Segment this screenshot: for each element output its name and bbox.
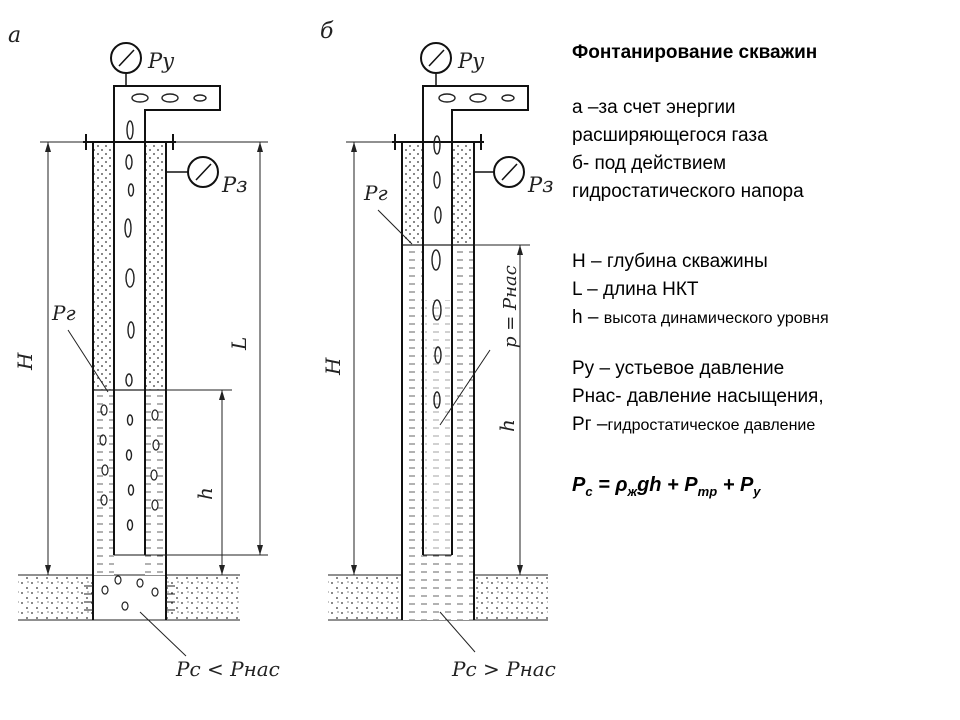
panel-b-label: б [320,19,334,44]
ground-layer-right [166,575,240,620]
definition-H: Н – глубина скважины [572,251,768,272]
annulus-liquid-left [93,390,114,575]
label-H: H [13,352,37,371]
bottomhole-pressure-formula: Pc = ρжgh + Pтр + Pу [572,474,761,499]
definition-h: h – высота динамического уровня [572,307,829,328]
ground-layer-right [474,575,548,620]
label-pg: Pг [363,181,388,205]
definition-pnas: Рнас- давление насыщения, [572,386,824,407]
case-b-line1: б- под действием [572,153,727,174]
label-py: Pу [457,49,485,73]
annulus-gas-right [452,142,474,245]
annulus-gas-right [145,142,166,390]
annulus-gas-left [93,142,114,390]
annulus-gas-left [402,142,423,245]
case-b-line2: гидростатического напора [572,181,804,202]
description-panel: Фонтанирование скважин а –за счет энерги… [572,42,952,499]
label-h: h [495,419,519,432]
label-bottom-pressure: Pс < Pнас [175,657,280,681]
label-py: Pу [147,49,175,73]
label-pz: Pз [527,173,554,197]
case-a-line1: а –за счет энергии [572,97,736,118]
ground-layer-left [328,575,402,620]
annulus-liquid-left [402,245,423,620]
gas-bubbles-tubing [124,93,207,531]
tubing [422,85,529,555]
case-a-line2: расширяющегося газа [572,125,768,146]
gas-bubbles-annulus [99,404,160,611]
tubing [113,85,221,555]
definition-pg: Рг –гидростатическое давление [572,414,816,435]
label-L: L [227,337,251,351]
label-pz: Pз [221,173,248,197]
annulus-liquid-right [145,390,166,575]
label-bottom-pressure: Pс > Pнас [451,657,556,681]
definition-py: Ру – устьевое давление [572,358,785,379]
perforations [84,585,175,611]
label-H: H [321,357,345,376]
definition-L: L – длина НКТ [572,279,699,300]
slide-title: Фонтанирование скважин [572,42,818,63]
panel-b: б [320,19,556,681]
panel-a: а [8,23,280,681]
bottomhole-liquid [423,555,452,620]
label-h: h [193,487,217,500]
panel-a-label: а [8,23,21,48]
well-diagram: а [8,19,556,681]
gas-bubbles-tubing [431,93,515,409]
label-p-eq-pnas: p = Pнас [500,265,521,348]
label-pg: Pг [51,301,76,325]
annulus-liquid-right [452,245,474,620]
ground-layer-left [18,575,93,620]
